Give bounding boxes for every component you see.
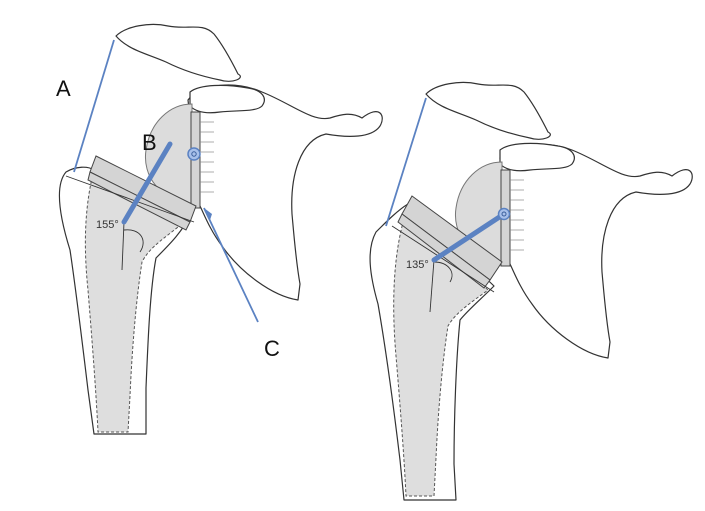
left-coracoid — [189, 84, 265, 114]
label-b: B — [142, 130, 157, 155]
left-line-c — [203, 207, 259, 323]
left-center-dot — [191, 151, 197, 157]
right-shoulder: 135° — [369, 81, 693, 501]
right-line-a — [385, 97, 427, 227]
right-center-marker — [497, 207, 511, 221]
right-humeral-stem — [393, 211, 489, 497]
right-coracoid — [499, 142, 575, 172]
right-glenoid-hatching — [510, 179, 524, 251]
right-angle-label: 135° — [406, 259, 429, 271]
left-angle-axis — [121, 221, 125, 271]
label-c: C — [264, 336, 280, 361]
label-a: A — [56, 76, 71, 101]
left-humeral-stem — [84, 177, 185, 433]
left-acromion — [115, 23, 241, 82]
left-glenoid-hatching — [200, 121, 214, 193]
left-insert-line — [65, 175, 195, 223]
left-line-a — [73, 39, 115, 173]
left-angle-label: 155° — [96, 219, 119, 231]
left-arrow-c — [204, 208, 212, 220]
right-acromion — [425, 81, 551, 140]
left-shoulder: 155° A B C — [56, 23, 383, 435]
right-angle-arc — [433, 261, 453, 283]
right-angle-axis — [429, 259, 435, 313]
right-line-b — [431, 211, 507, 263]
left-center-marker — [187, 147, 201, 161]
left-angle-arc — [123, 229, 144, 253]
right-insert-line — [391, 225, 495, 293]
left-line-b — [121, 141, 173, 225]
right-scapula — [499, 143, 693, 359]
left-scapula — [187, 84, 383, 301]
right-center-dot — [501, 211, 507, 217]
